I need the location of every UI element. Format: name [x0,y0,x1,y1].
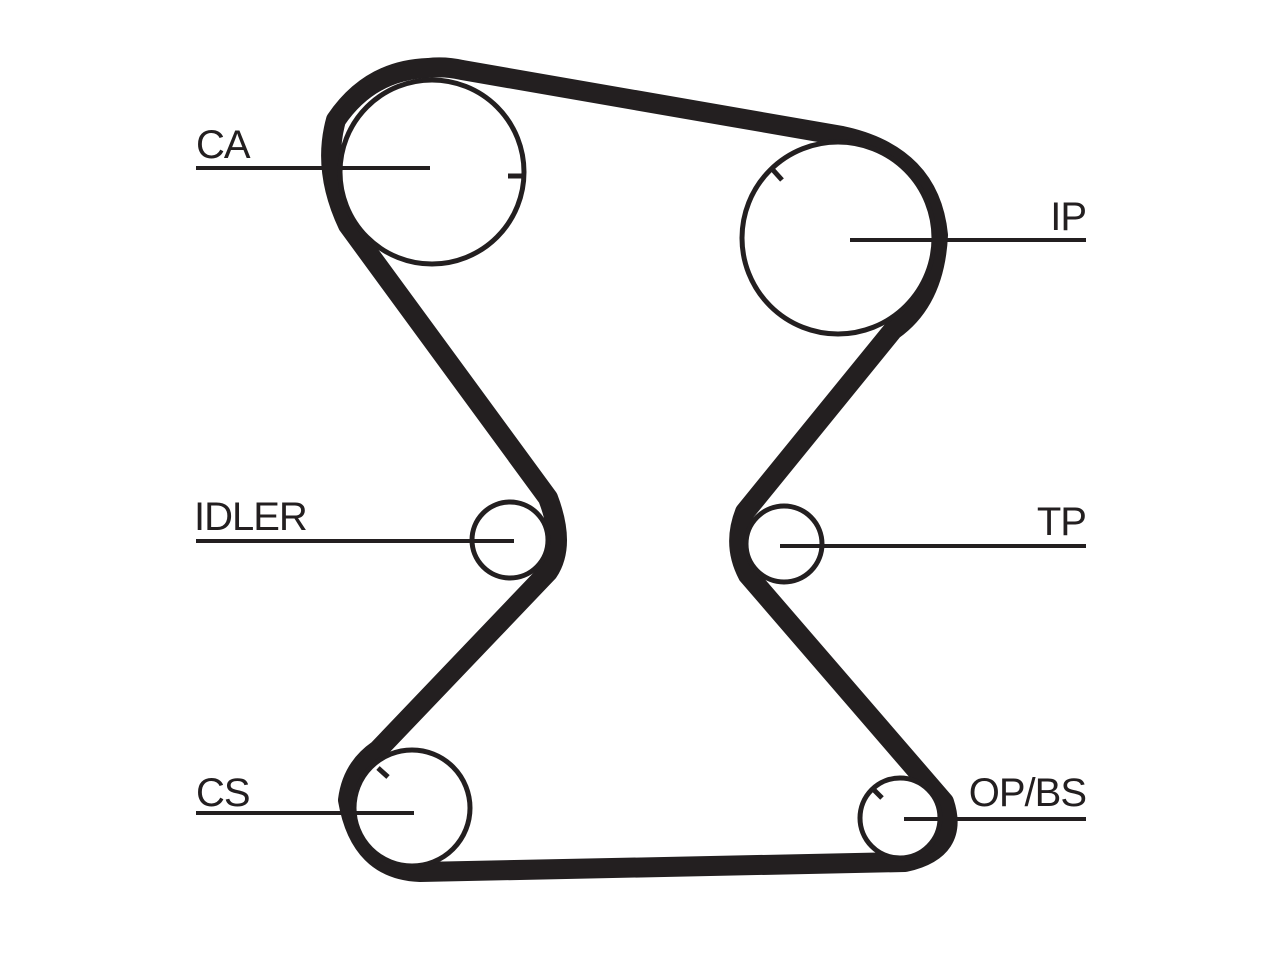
timing-belt [321,57,958,882]
cs-label: CS [196,771,250,815]
ca-label: CA [196,123,251,167]
ip-label: IP [1050,195,1086,239]
camshaft-pulley [337,77,527,267]
idler-label: IDLER [194,495,307,539]
crankshaft-timing-mark [376,766,390,779]
crankshaft-pulley [351,747,473,869]
opbs-label: OP/BS [969,771,1086,815]
oil-pump-timing-mark [872,788,884,800]
tp-label: TP [1037,500,1086,544]
injection-pump-timing-mark [771,168,784,182]
